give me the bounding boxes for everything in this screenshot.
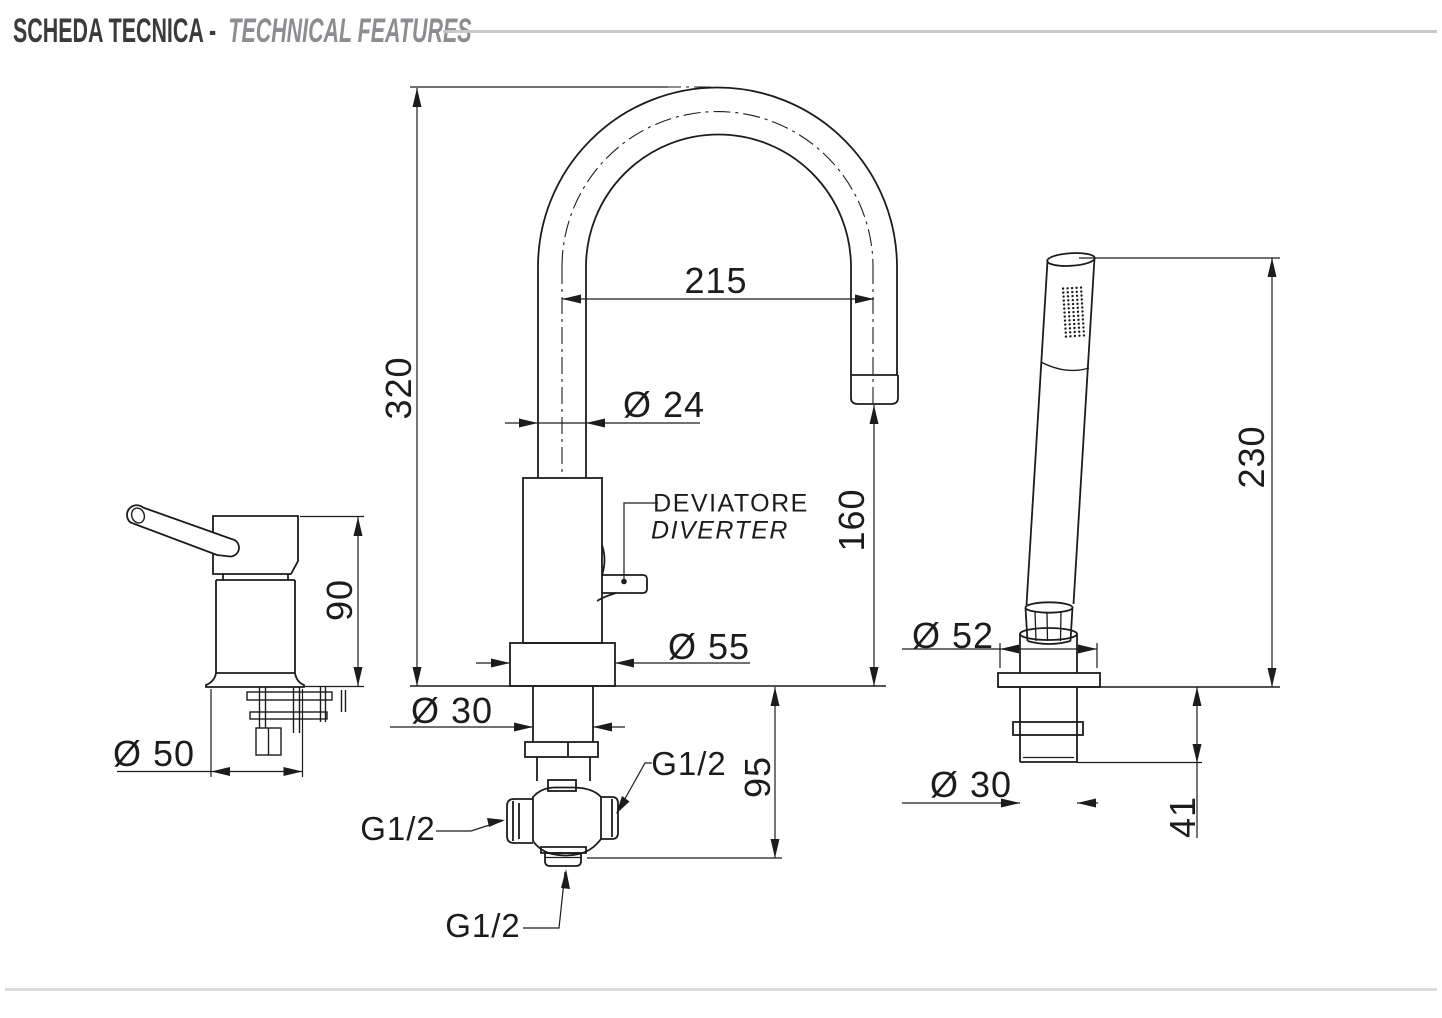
page-title: SCHEDA TECNICA - TECHNICAL FEATURES bbox=[13, 14, 472, 48]
dim-handle-height: 90 bbox=[319, 578, 360, 622]
dim-shower-holder-diameter: Ø 52 bbox=[911, 615, 995, 656]
dim-spout-under-deck: 95 bbox=[737, 755, 778, 799]
diverter-label-italian: DEVIATORE bbox=[653, 489, 809, 518]
connection-bottom-label: G1/2 bbox=[445, 907, 521, 944]
title-italian: SCHEDA TECNICA bbox=[13, 12, 204, 50]
dim-spout-outlet-height: 160 bbox=[831, 488, 872, 552]
dim-spout-height: 320 bbox=[378, 356, 419, 420]
dim-shower-under-deck: 41 bbox=[1162, 795, 1203, 839]
mixer-mounting-hardware bbox=[246, 687, 347, 756]
hand-shower-dimensions bbox=[902, 257, 1280, 838]
spout-centerlines bbox=[561, 86, 874, 478]
connection-left-label: G1/2 bbox=[360, 810, 436, 847]
spray-face-dots bbox=[1061, 286, 1086, 338]
mixer-handle-dimensions bbox=[117, 515, 364, 777]
spout-dimensions bbox=[390, 86, 879, 929]
dim-handle-base-diameter: Ø 50 bbox=[112, 733, 196, 774]
dim-spout-reach: 215 bbox=[684, 260, 748, 301]
connection-right-label: G1/2 bbox=[651, 745, 727, 782]
diverter-label-english: DIVERTER bbox=[651, 516, 789, 545]
title-separator: - bbox=[208, 12, 217, 50]
dim-spout-shank-diameter: Ø 30 bbox=[410, 690, 494, 731]
title-english: TECHNICAL FEATURES bbox=[228, 12, 472, 50]
dim-spout-pipe-diameter: Ø 24 bbox=[622, 384, 706, 425]
hand-shower-view-outline bbox=[997, 252, 1280, 763]
dim-shower-height: 230 bbox=[1231, 425, 1272, 489]
header-rule bbox=[443, 30, 1437, 33]
dim-spout-base-diameter: Ø 55 bbox=[667, 626, 751, 667]
mixer-handle-view-outline bbox=[126, 504, 347, 756]
footer-rule bbox=[5, 988, 1437, 991]
dim-shower-shank-diameter: Ø 30 bbox=[929, 764, 1013, 805]
